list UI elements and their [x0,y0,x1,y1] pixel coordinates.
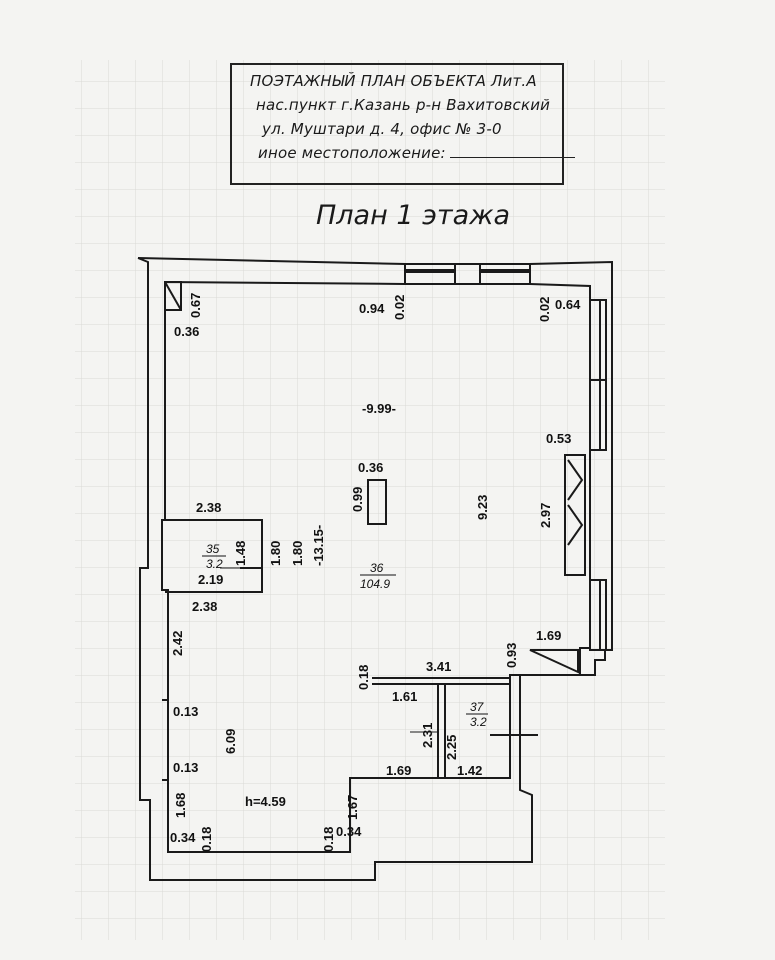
dim-002-right: 0.02 [537,297,552,322]
dim-923: 9.23 [475,495,490,520]
room-37-area: 3.2 [470,715,487,729]
dim-034-left: 0.34 [170,830,196,845]
dim-169-bottom: 1.69 [386,763,411,778]
dim-225: 2.25 [444,735,459,760]
dim-238-top: 2.38 [196,500,221,515]
room-36-area: 104.9 [360,577,390,591]
plan-title: План 1 этажа [316,200,511,231]
dim-094: 0.94 [359,301,385,316]
dim-219: 2.19 [198,572,223,587]
dim-169-right: 1.69 [536,628,561,643]
window-right-3 [589,579,607,651]
dim-053: 0.53 [546,431,571,446]
dim-238-bottom: 2.38 [192,599,217,614]
dim-609: 6.09 [223,729,238,754]
room-37-number: 37 [470,700,485,714]
window-top-2 [479,263,531,285]
dim-013-bottom: 0.13 [173,760,198,775]
dim-999: -9.99- [362,401,396,416]
height-label: h=4.59 [245,794,286,809]
dim-034-right: 0.34 [336,824,362,839]
bay-niche-mark-2 [567,504,584,546]
dim-180-inner: 1.80 [268,541,283,566]
dim-013-top: 0.13 [173,704,198,719]
location-label: иное местоположение: [258,144,446,162]
corner-shaft-mark [164,281,182,311]
title-block-line-2: нас.пункт г.Казань р-н Вахитовский [256,96,551,114]
dim-064: 0.64 [555,297,581,312]
room-35-area: 3.2 [206,557,223,571]
bay-niche-mark-1 [567,459,584,501]
dim-093: 0.93 [504,643,519,668]
location-blank-line [449,145,575,158]
dim-167: 1.67 [345,795,360,820]
dim-231: 2.31 [420,723,435,748]
dim-018-right: 0.18 [321,827,336,852]
bay-niche [564,454,586,576]
dim-180-outer: 1.80 [290,541,305,566]
dim-148: 1.48 [233,541,248,566]
dim-067: 0.67 [188,293,203,318]
column [367,479,387,525]
window-right-2 [589,379,607,451]
title-block-frame [230,63,564,185]
room-35-number: 35 [206,542,220,556]
dim-018-left: 0.18 [199,827,214,852]
dim-099: 0.99 [350,487,365,512]
corner-shaft [164,281,182,311]
dim-142: 1.42 [457,763,482,778]
dim-036-column: 0.36 [358,460,383,475]
dim-1315: -13.15- [311,525,326,566]
dim-242: 2.42 [170,631,185,656]
window-right-1 [589,299,607,381]
dim-161: 1.61 [392,689,417,704]
outer-wall [137,257,613,881]
window-top-1 [404,263,456,285]
dim-002-mid: 0.02 [392,295,407,320]
title-block-line-4: иное местоположение: [258,144,575,162]
room-35-wall [165,519,263,593]
dim-168: 1.68 [173,793,188,818]
title-block-line-1: ПОЭТАЖНЫЙ ПЛАН ОБЪЕКТА Лит.А [250,72,537,90]
corner-triangle [529,649,579,674]
dim-036-corner: 0.36 [174,324,199,339]
room-36-number: 36 [370,561,384,575]
dim-341: 3.41 [426,659,451,674]
dim-297: 2.97 [538,503,553,528]
title-block-line-3: ул. Муштари д. 4, офис № 3-0 [262,120,502,138]
dim-018-partition: 0.18 [356,665,371,690]
